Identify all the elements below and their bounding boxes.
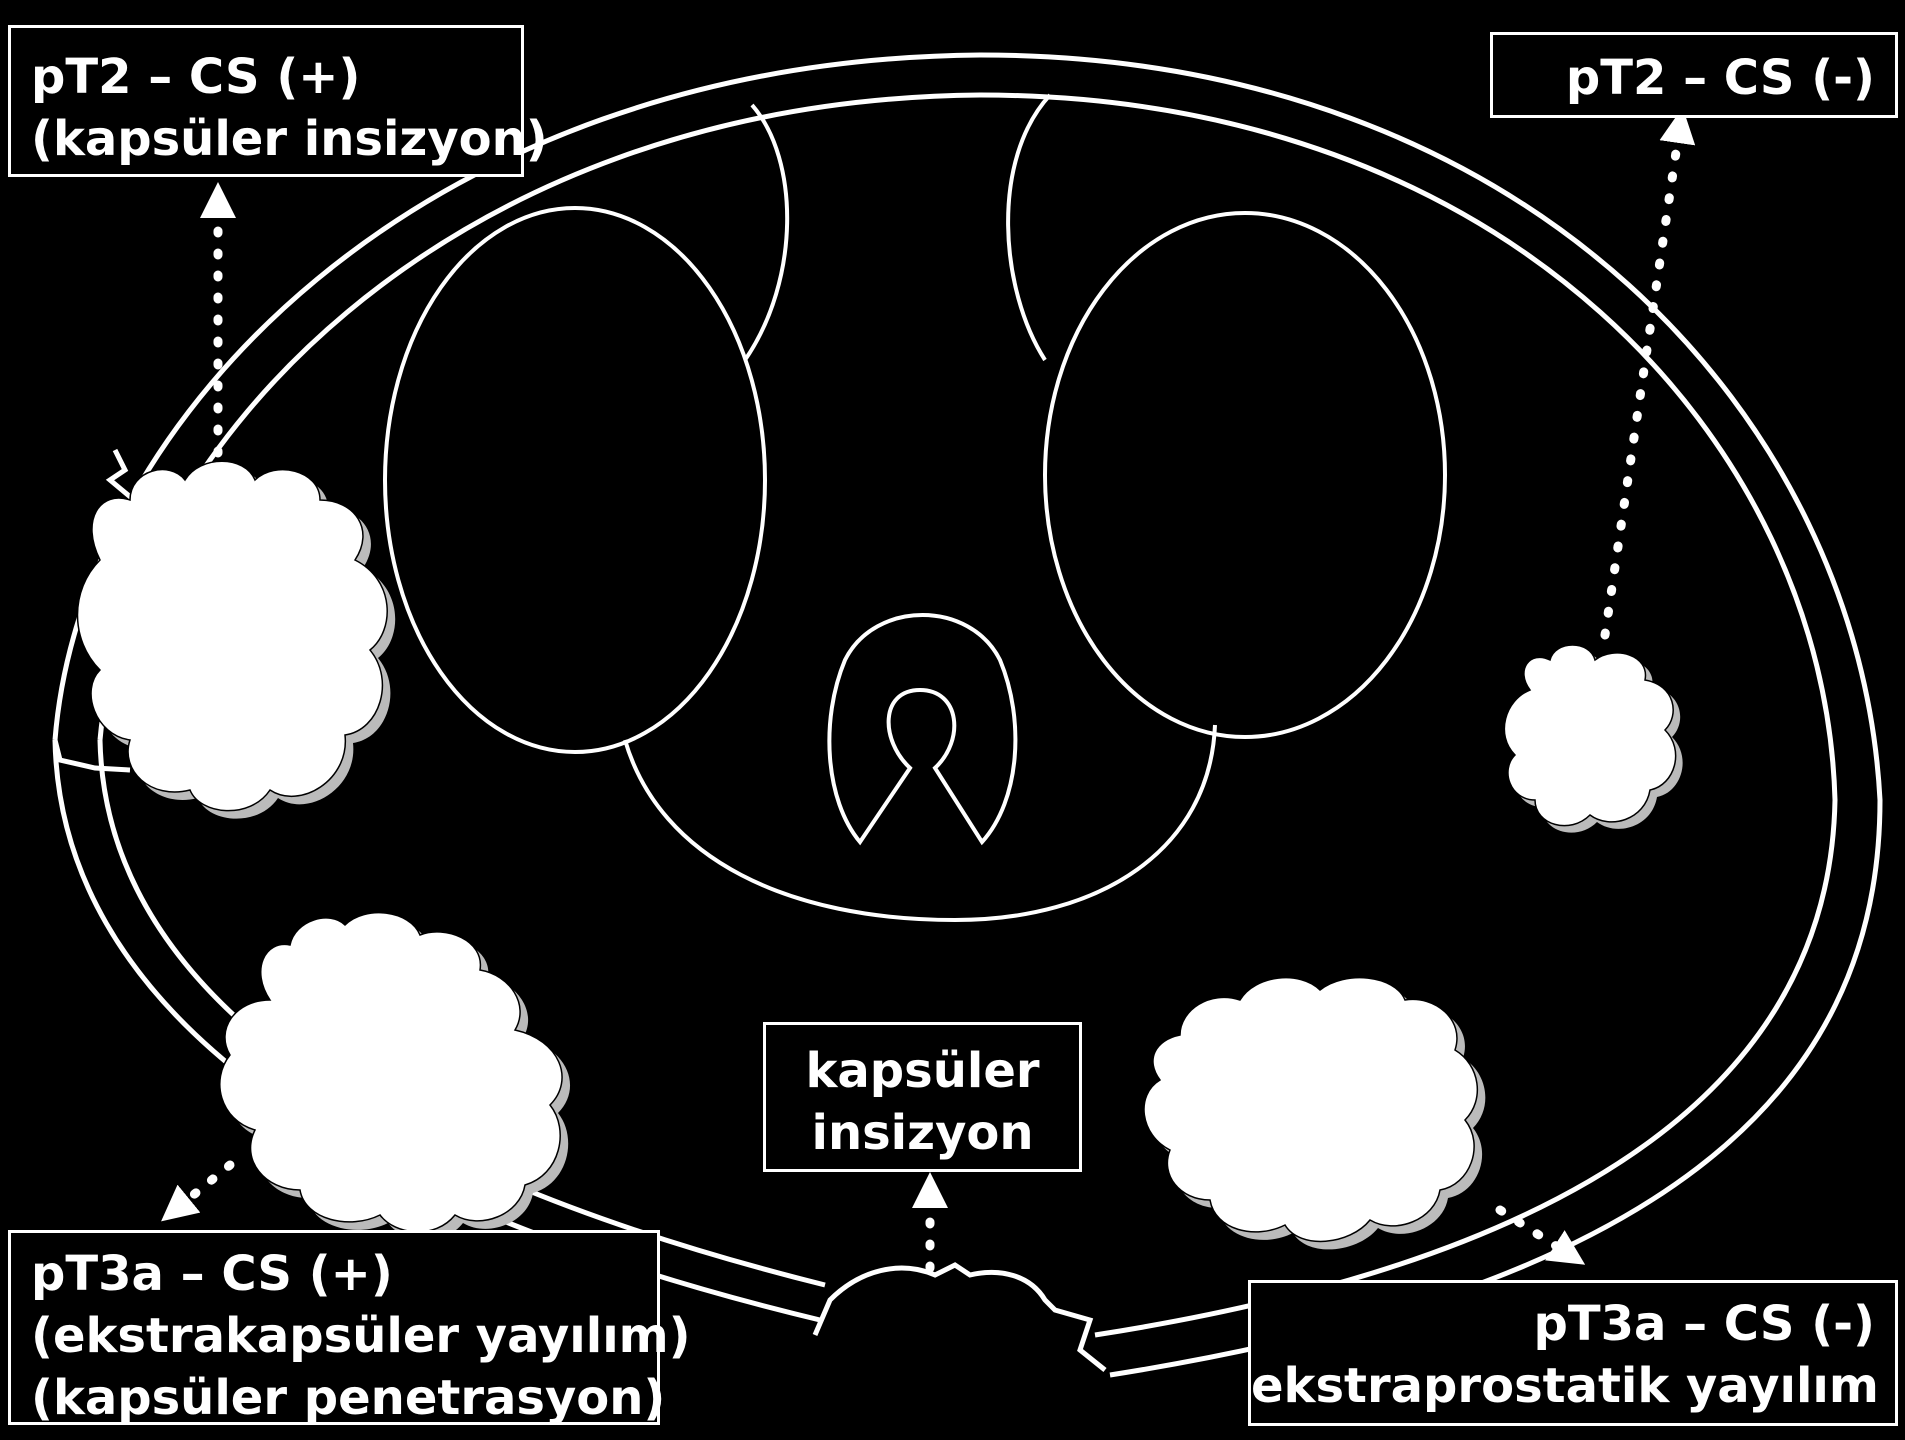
- capsule-notch-lower-left: [55, 740, 130, 770]
- label-pt3a-cs-negative-line1: pT3a – CS (-): [1251, 1293, 1875, 1355]
- arrow-bottom-left: [175, 1165, 230, 1210]
- tumor-top-left: [78, 461, 396, 818]
- label-pt2-cs-positive-line1: pT2 – CS (+): [31, 46, 521, 108]
- label-pt3a-cs-positive: pT3a – CS (+) (ekstrakapsüler yayılım) (…: [8, 1230, 660, 1425]
- label-pt3a-cs-positive-line3: (kapsüler penetrasyon): [31, 1367, 657, 1429]
- tumor-bottom-left: [220, 913, 570, 1240]
- label-pt2-cs-negative-line1: pT2 – CS (-): [1493, 47, 1875, 109]
- label-capsular-incision-line1: kapsüler: [766, 1040, 1079, 1102]
- label-pt2-cs-positive-line2: (kapsüler insizyon): [31, 108, 521, 170]
- central-zone-arc: [625, 725, 1215, 920]
- label-capsular-incision-line2: insizyon: [766, 1102, 1079, 1164]
- label-pt3a-cs-negative-line2: ekstraprostatik yayılım: [1251, 1355, 1875, 1417]
- capsular-incision-edge: [815, 1265, 1105, 1370]
- left-lobe: [385, 208, 765, 752]
- label-pt2-cs-negative: pT2 – CS (-): [1490, 32, 1898, 118]
- top-right-duct-curve: [1008, 95, 1050, 360]
- top-left-duct-curve: [745, 105, 787, 360]
- label-pt3a-cs-positive-line2: (ekstrakapsüler yayılım): [31, 1305, 657, 1367]
- tumor-top-right: [1504, 645, 1682, 833]
- tumor-bottom-right: [1144, 978, 1485, 1250]
- right-lobe: [1045, 213, 1445, 737]
- arrow-bottom-right: [1500, 1210, 1570, 1255]
- label-capsular-incision: kapsüler insizyon: [763, 1022, 1082, 1172]
- urethra: [829, 615, 1015, 842]
- label-pt3a-cs-positive-line1: pT3a – CS (+): [31, 1243, 657, 1305]
- label-pt3a-cs-negative: pT3a – CS (-) ekstraprostatik yayılım: [1248, 1280, 1898, 1426]
- label-pt2-cs-positive: pT2 – CS (+) (kapsüler insizyon): [8, 25, 524, 177]
